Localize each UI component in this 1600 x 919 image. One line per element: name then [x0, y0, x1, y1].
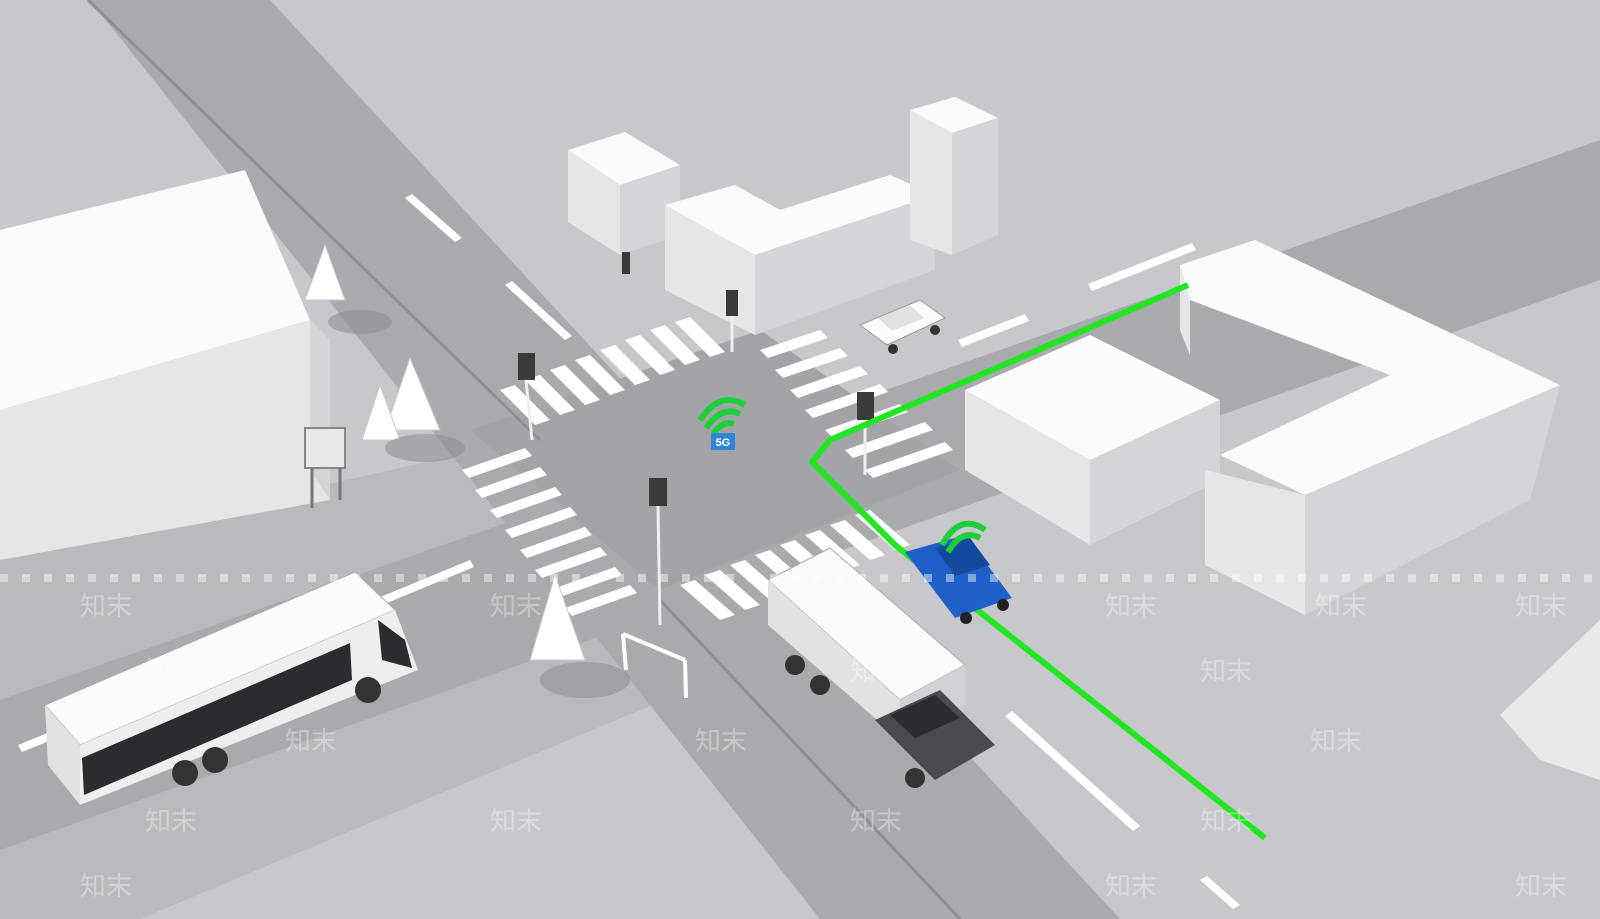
bus — [44, 571, 418, 805]
watermark-text: 知末 — [1515, 592, 1567, 622]
signal-5g-car-icon — [939, 520, 987, 554]
watermark-group: 知末 知末 知末 知末 知末 知末 知末 知末 知末 知末 知末 知末 知末 知… — [80, 592, 1567, 902]
trees-left — [304, 243, 586, 661]
billboard — [304, 427, 346, 508]
watermark-text: 知末 — [80, 592, 132, 622]
watermark-text: 知末 — [490, 807, 542, 837]
watermark-text: 知末 — [1200, 657, 1252, 687]
watermark-text: 知末 — [1315, 592, 1367, 622]
watermark-text: 知末 — [1105, 872, 1157, 902]
traffic-lights — [518, 252, 874, 626]
signal-5g-intersection: 5G — [697, 397, 747, 450]
road-edge — [86, 0, 542, 442]
badge-5g-label: 5G — [716, 437, 731, 449]
watermark-text: 知末 — [145, 807, 197, 837]
road-edge — [658, 598, 962, 919]
watermark-text: 知末 — [695, 727, 747, 757]
building-top-tower — [910, 97, 998, 255]
watermark-text: 知末 — [850, 657, 902, 687]
watermark-text: 知末 — [1200, 807, 1252, 837]
route-path — [809, 282, 1267, 841]
lane-markings — [18, 194, 1240, 909]
tree-shadows — [328, 310, 630, 698]
barrier-gate — [621, 632, 688, 699]
building-right-front — [965, 335, 1220, 545]
building-far-right — [1500, 620, 1600, 780]
watermark-text: 知末 — [80, 872, 132, 902]
watermark-text: 知末 — [850, 807, 902, 837]
watermark-text: 知末 — [490, 592, 542, 622]
watermark-text: 知末 — [1515, 872, 1567, 902]
watermark-text: 知末 — [1310, 727, 1362, 757]
crosswalk-north — [500, 317, 725, 425]
watermark-text: 知末 — [285, 727, 337, 757]
badge-5g — [711, 433, 735, 450]
crosswalk-west — [462, 448, 637, 616]
watermark-text: 知末 — [145, 657, 197, 687]
white-car — [858, 299, 946, 354]
building-right-l — [1180, 240, 1560, 615]
building-left — [0, 170, 330, 560]
truck — [767, 547, 995, 788]
watermark-text: 知末 — [1105, 592, 1157, 622]
building-top-l — [665, 175, 935, 335]
